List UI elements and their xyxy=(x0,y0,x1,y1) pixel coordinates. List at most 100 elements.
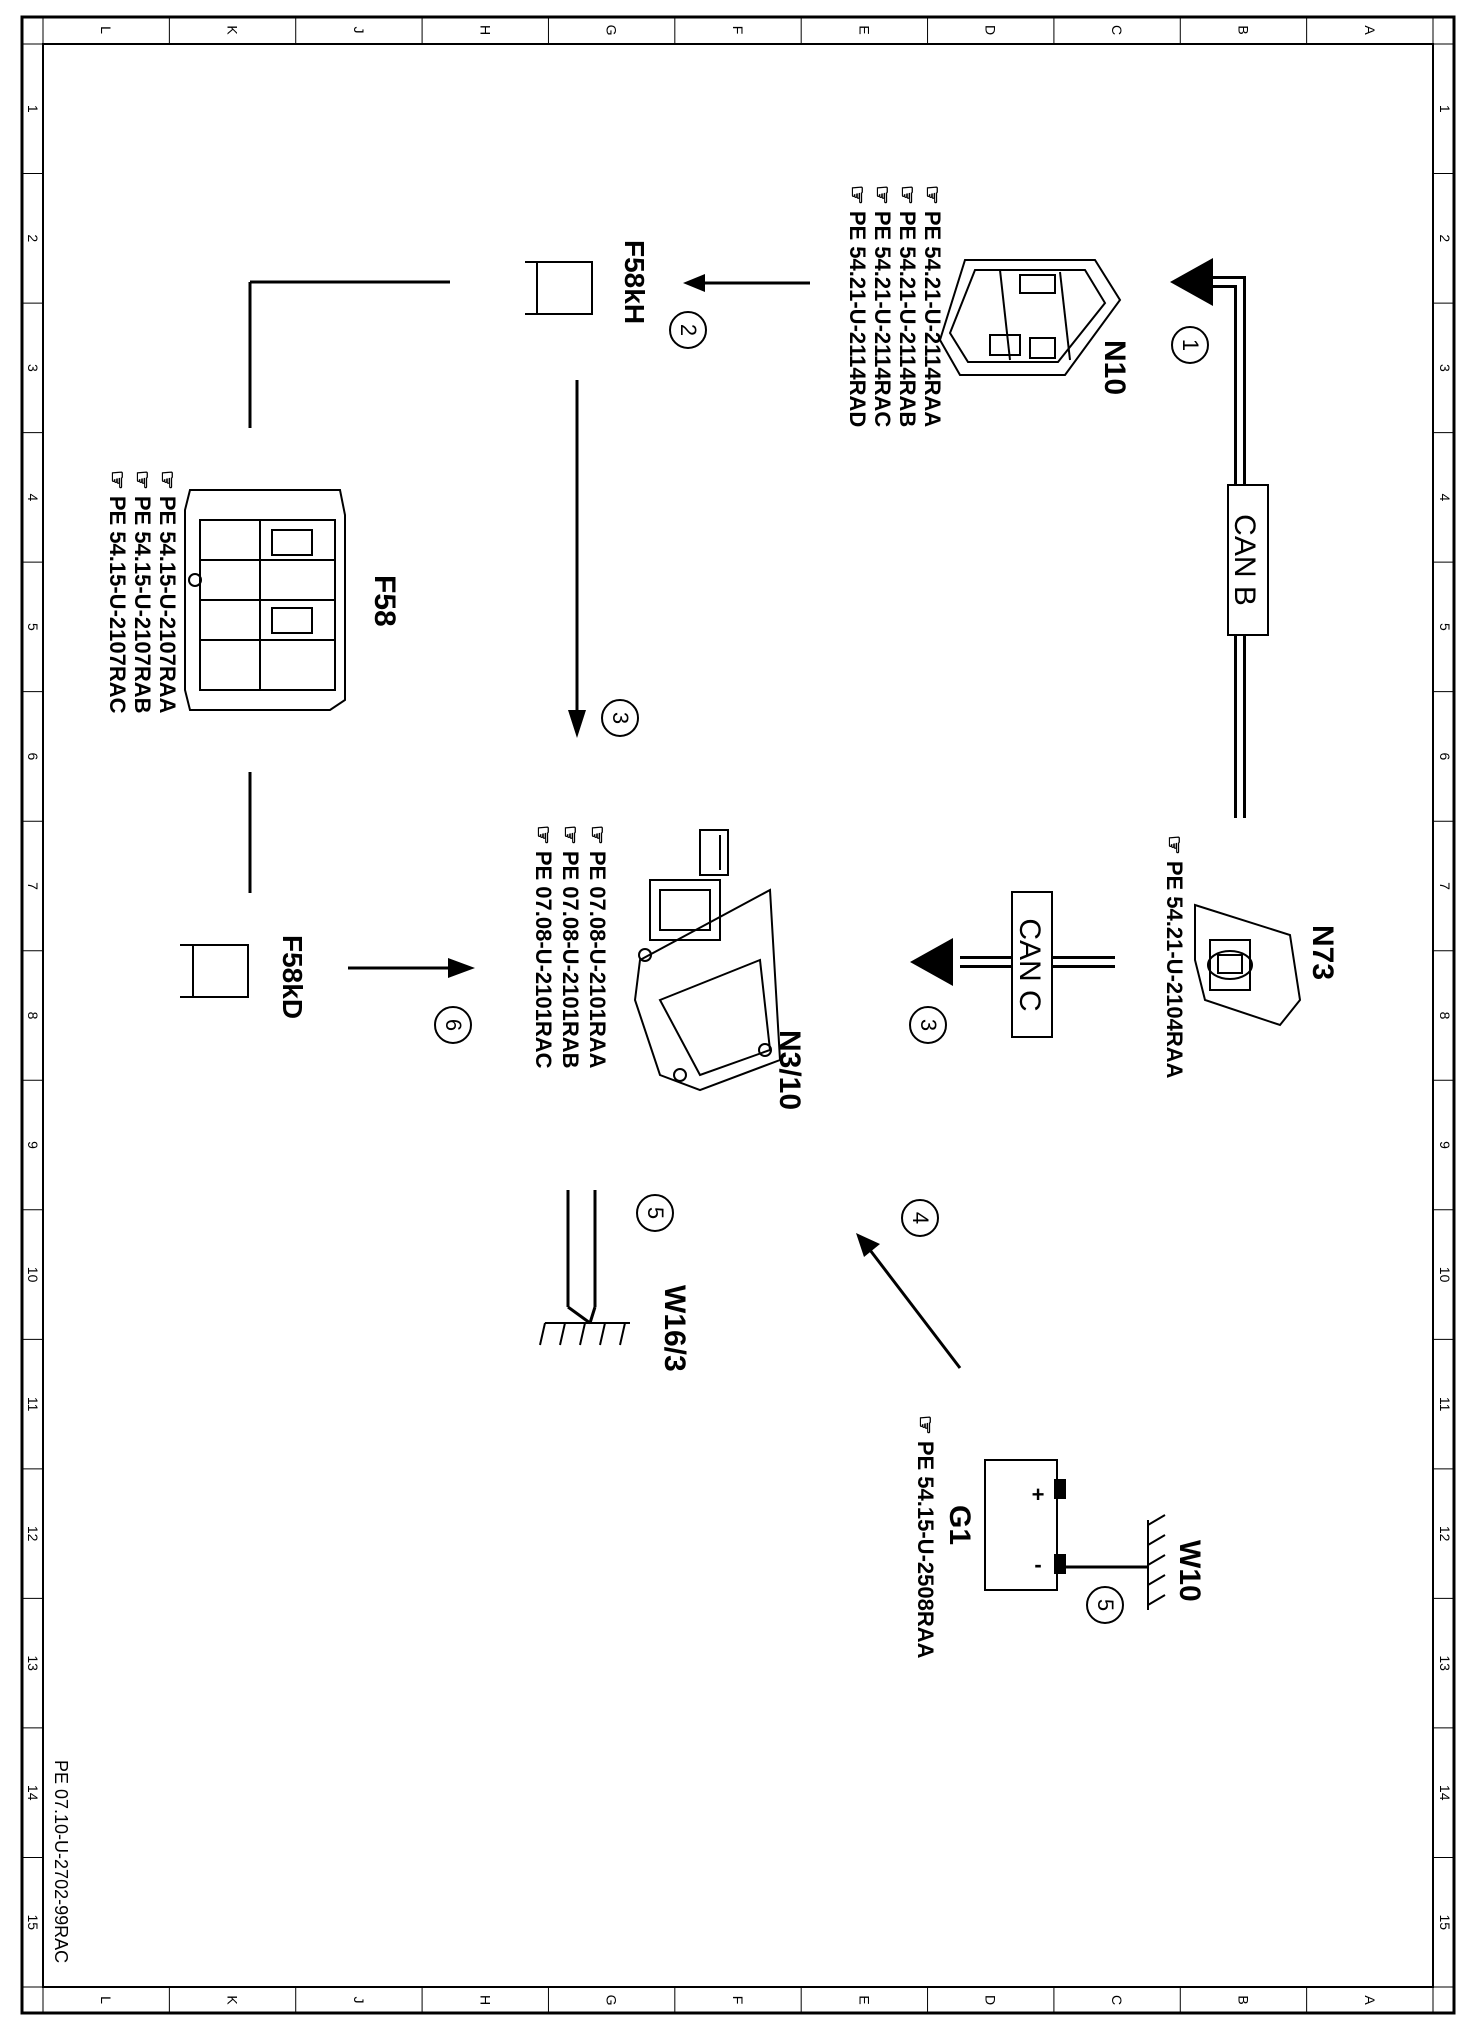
column-letter-bottom: A xyxy=(1362,1995,1378,2005)
column-letter-bottom: E xyxy=(856,1995,872,2004)
svg-text:3: 3 xyxy=(916,1019,941,1031)
row-number-right: 2 xyxy=(1437,234,1453,242)
row-number-left: 8 xyxy=(25,1012,41,1020)
row-number-left: 4 xyxy=(25,493,41,501)
row-number-right: 10 xyxy=(1437,1267,1453,1283)
arrow-to-n3-10-head xyxy=(568,710,586,738)
g1-plus: + xyxy=(1032,1482,1045,1507)
svg-text:☞ PE 07.08-U-2101RAC: ☞ PE 07.08-U-2101RAC xyxy=(531,825,556,1069)
svg-text:☞ PE 54.15-U-2107RAB: ☞ PE 54.15-U-2107RAB xyxy=(130,470,155,714)
n3-10-ecu-drawing xyxy=(633,829,782,1092)
arrow-from-g1-head xyxy=(856,1233,880,1257)
row-number-right: 4 xyxy=(1437,493,1453,501)
svg-text:☞ PE 54.21-U-2114RAC: ☞ PE 54.21-U-2114RAC xyxy=(870,185,895,427)
column-letter-bottom: D xyxy=(983,1995,999,2005)
arrow-can-b-head xyxy=(1170,258,1213,306)
f58-fusebox-drawing xyxy=(184,489,346,711)
row-number-right: 14 xyxy=(1437,1785,1453,1801)
n73-refs: ☞ PE 54.21-U-2104RAA xyxy=(1162,835,1187,1079)
row-number-left: 9 xyxy=(25,1141,41,1149)
connection-lines xyxy=(248,276,1246,1569)
svg-text:5: 5 xyxy=(643,1207,668,1219)
row-number-right: 3 xyxy=(1437,364,1453,372)
g1-minus: - xyxy=(1034,1552,1041,1577)
row-number-left: 13 xyxy=(25,1655,41,1671)
svg-text:☞ PE 54.21-U-2114RAB: ☞ PE 54.21-U-2114RAB xyxy=(895,185,920,427)
column-letter-bottom: L xyxy=(98,1996,114,2004)
svg-text:☞ PE 54.21-U-2104RAA: ☞ PE 54.21-U-2104RAA xyxy=(1162,835,1187,1079)
svg-text:2: 2 xyxy=(676,324,701,336)
row-number-right: 5 xyxy=(1437,623,1453,631)
row-number-left: 1 xyxy=(25,105,41,113)
row-number-left: 10 xyxy=(25,1267,41,1283)
n10-module-drawing xyxy=(938,259,1122,376)
svg-text:1: 1 xyxy=(1178,339,1203,351)
svg-text:☞ PE 54.15-U-2107RAA: ☞ PE 54.15-U-2107RAA xyxy=(155,470,180,714)
svg-text:4: 4 xyxy=(908,1212,933,1224)
row-number-left: 14 xyxy=(25,1785,41,1801)
step-markers xyxy=(434,311,1209,1624)
column-letter-top: K xyxy=(225,25,241,35)
row-number-right: 12 xyxy=(1437,1526,1453,1542)
can-c-label: CAN C xyxy=(1011,891,1053,1038)
n3-10-refs: ☞ PE 07.08-U-2101RAA ☞ PE 07.08-U-2101RA… xyxy=(531,825,610,1069)
column-letter-bottom: B xyxy=(1235,1995,1251,2004)
svg-text:☞ PE 54.15-U-2508RAA: ☞ PE 54.15-U-2508RAA xyxy=(913,1415,938,1659)
column-letter-bottom: F xyxy=(730,1996,746,2005)
row-number-right: 6 xyxy=(1437,753,1453,761)
svg-text:☞ PE 07.08-U-2101RAA: ☞ PE 07.08-U-2101RAA xyxy=(585,825,610,1069)
arrow-to-f58kh-head xyxy=(683,274,705,292)
footer-doc-id: PE 07.10-U-2702-99RAC xyxy=(51,1760,71,1963)
f58kh-label: F58kH xyxy=(619,240,650,324)
row-number-right: 1 xyxy=(1437,105,1453,113)
n73-label: N73 xyxy=(1306,925,1339,980)
row-number-right: 9 xyxy=(1437,1141,1453,1149)
svg-text:3: 3 xyxy=(608,712,633,724)
column-letter-bottom: K xyxy=(225,1995,241,2005)
row-number-left: 7 xyxy=(25,882,41,890)
f58kh-relay xyxy=(525,261,593,315)
n3-10-label: N3/10 xyxy=(773,1030,806,1110)
column-letter-top: C xyxy=(1109,25,1125,35)
w16-3-label: W16/3 xyxy=(658,1285,691,1372)
row-number-left: 12 xyxy=(25,1526,41,1542)
n73-switch-drawing xyxy=(1194,903,1302,1027)
column-letter-top: D xyxy=(983,25,999,35)
column-letter-top: J xyxy=(351,27,367,34)
column-letter-top: L xyxy=(98,26,114,34)
arrow-from-f58kd-head xyxy=(448,958,475,978)
f58-refs: ☞ PE 54.15-U-2107RAA ☞ PE 54.15-U-2107RA… xyxy=(105,470,180,714)
row-number-right: 15 xyxy=(1437,1914,1453,1930)
row-number-left: 6 xyxy=(25,753,41,761)
w10-label: W10 xyxy=(1173,1540,1206,1602)
g1-battery-drawing xyxy=(984,1459,1066,1591)
row-number-left: 2 xyxy=(25,234,41,242)
svg-text:☞ PE 54.21-U-2114RAD: ☞ PE 54.21-U-2114RAD xyxy=(845,185,870,427)
row-number-left: 11 xyxy=(25,1397,41,1412)
svg-text:CAN B: CAN B xyxy=(1228,514,1261,606)
svg-text:CAN C: CAN C xyxy=(1013,918,1046,1011)
svg-text:☞ PE 07.08-U-2101RAB: ☞ PE 07.08-U-2101RAB xyxy=(558,825,583,1069)
column-letter-top: A xyxy=(1362,25,1378,35)
row-number-left: 5 xyxy=(25,623,41,631)
column-letter-bottom: H xyxy=(477,1995,493,2005)
row-number-left: 15 xyxy=(25,1914,41,1930)
svg-text:5: 5 xyxy=(1093,1599,1118,1611)
w16-3-ground-symbol xyxy=(539,1322,630,1346)
arrow-can-c-head xyxy=(910,938,953,986)
can-b-label: CAN B xyxy=(1227,484,1269,636)
svg-text:☞ PE 54.21-U-2114RAA: ☞ PE 54.21-U-2114RAA xyxy=(920,185,945,427)
row-number-right: 13 xyxy=(1437,1655,1453,1671)
w10-ground-symbol xyxy=(1147,1514,1166,1610)
row-number-right: 7 xyxy=(1437,882,1453,890)
column-letter-top: E xyxy=(856,25,872,34)
row-number-left: 3 xyxy=(25,364,41,372)
step-numbers: 1 2 3 3 4 5 5 6 xyxy=(441,324,1203,1611)
arrowheads xyxy=(448,258,1213,1257)
column-letter-top: B xyxy=(1235,25,1251,34)
n10-refs: ☞ PE 54.21-U-2114RAA ☞ PE 54.21-U-2114RA… xyxy=(845,185,945,427)
f58kd-relay xyxy=(180,944,249,998)
f58kd-label: F58kD xyxy=(277,935,308,1019)
row-number-right: 11 xyxy=(1437,1397,1453,1412)
